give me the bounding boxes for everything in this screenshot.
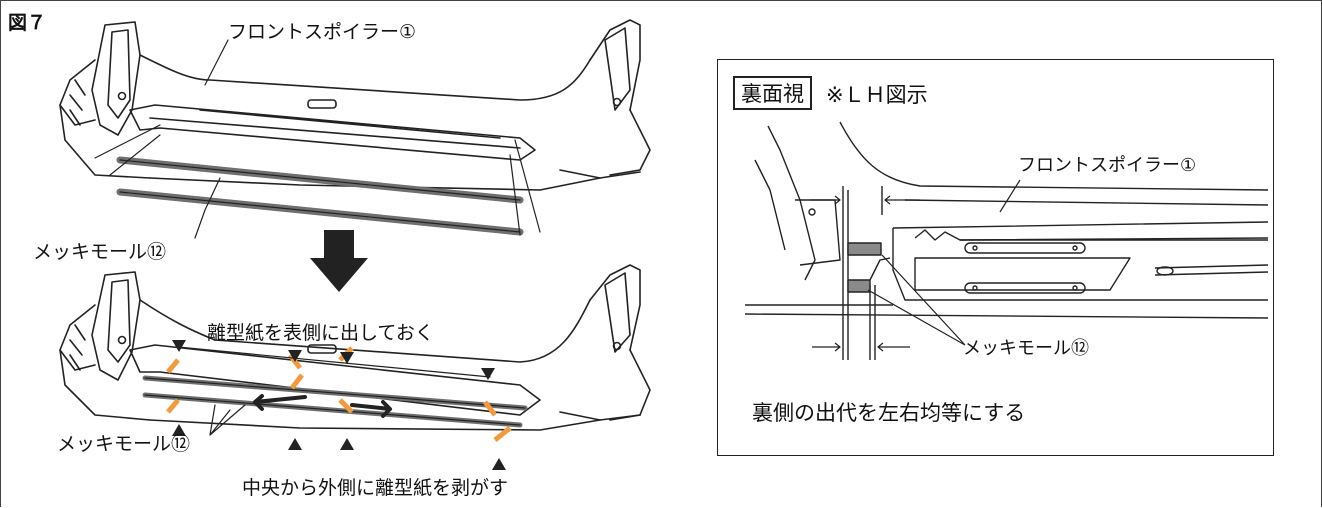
release-paper-note: 離型紙を表側に出しておく bbox=[207, 322, 434, 344]
rear-view-label: 裏面視 bbox=[733, 76, 812, 110]
lh-note: ※ＬＨ図示 bbox=[826, 83, 928, 107]
spoiler-label-top: フロントスポイラー① bbox=[228, 21, 417, 43]
right-direction-arrow bbox=[350, 400, 392, 418]
figure-label: 図７ bbox=[8, 12, 47, 34]
molding-label-top: メッキモール⑫ bbox=[33, 241, 167, 263]
inset-molding-label: メッキモール⑫ bbox=[963, 338, 1089, 359]
inset-drawing bbox=[744, 121, 1269, 360]
peel-direction-note: 中央から外側に離型紙を剥がす bbox=[242, 477, 509, 499]
rear-view-inset bbox=[717, 59, 1274, 456]
left-direction-arrow bbox=[253, 394, 307, 411]
molding-label-bottom: メッキモール⑫ bbox=[57, 433, 191, 455]
spoiler-top-illustration bbox=[59, 19, 651, 191]
position-markers bbox=[172, 340, 506, 470]
molding-bars-installed bbox=[142, 375, 528, 428]
spoiler-bottom-illustration bbox=[59, 264, 651, 431]
molding-bars-loose bbox=[116, 156, 524, 236]
down-arrow-icon bbox=[310, 230, 368, 292]
inset-spoiler-label: フロントスポイラー① bbox=[1018, 155, 1197, 176]
inset-instruction: 裏側の出代を左右均等にする bbox=[752, 401, 1026, 425]
